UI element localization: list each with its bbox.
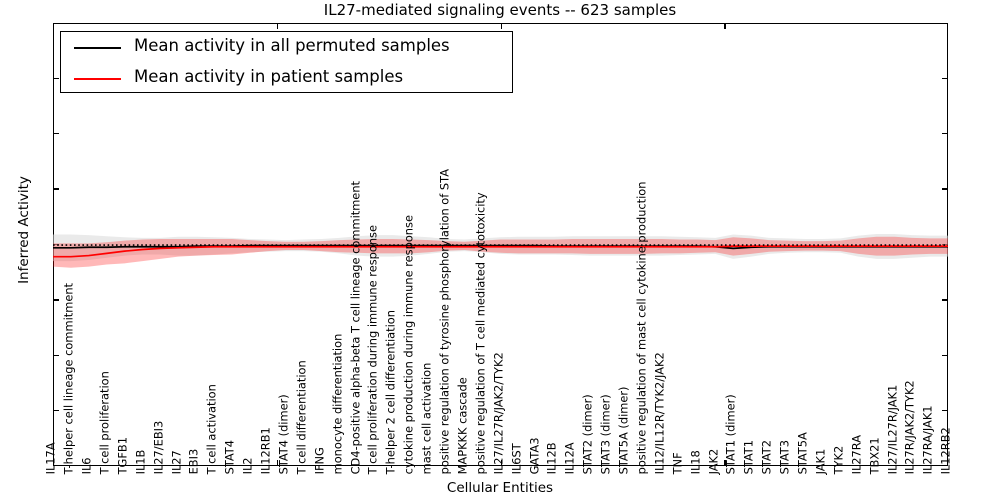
y-tick-mark xyxy=(53,299,59,301)
y-tick-mark xyxy=(53,409,59,412)
y-tick-mark xyxy=(53,77,59,80)
y-tick-mark xyxy=(942,77,948,80)
y-tick-mark xyxy=(942,133,948,135)
plot-series-layer xyxy=(53,233,948,268)
legend-entry-permuted: Mean activity in all permuted samples xyxy=(61,32,512,63)
chart-title: IL27-mediated signaling events -- 623 sa… xyxy=(323,1,677,19)
x-tick-mark xyxy=(724,23,726,29)
x-tick-mark xyxy=(500,23,502,29)
y-tick-mark xyxy=(53,354,59,356)
x-axis-label: Cellular Entities xyxy=(446,480,554,496)
legend-label-permuted: Mean activity in all permuted samples xyxy=(134,36,450,55)
x-tick-mark xyxy=(276,460,279,466)
confidence-band xyxy=(53,236,948,268)
y-tick-mark xyxy=(942,299,948,301)
y-tick-mark xyxy=(53,188,59,190)
y-axis-label: Inferred Activity xyxy=(16,176,32,284)
series-line xyxy=(53,245,948,258)
y-tick-mark xyxy=(53,133,59,135)
y-tick-mark xyxy=(942,409,948,412)
chart-legend: Mean activity in all permuted samples Me… xyxy=(60,31,513,93)
legend-swatch-patient xyxy=(74,78,121,80)
legend-label-patient: Mean activity in patient samples xyxy=(134,67,404,86)
legend-swatch-permuted xyxy=(74,47,121,49)
x-tick-mark xyxy=(724,460,726,466)
x-tick-mark xyxy=(500,460,502,466)
y-tick-mark xyxy=(942,188,948,190)
y-tick-mark xyxy=(942,354,948,356)
legend-entry-patient: Mean activity in patient samples xyxy=(61,63,512,94)
x-tick-mark xyxy=(276,23,279,29)
